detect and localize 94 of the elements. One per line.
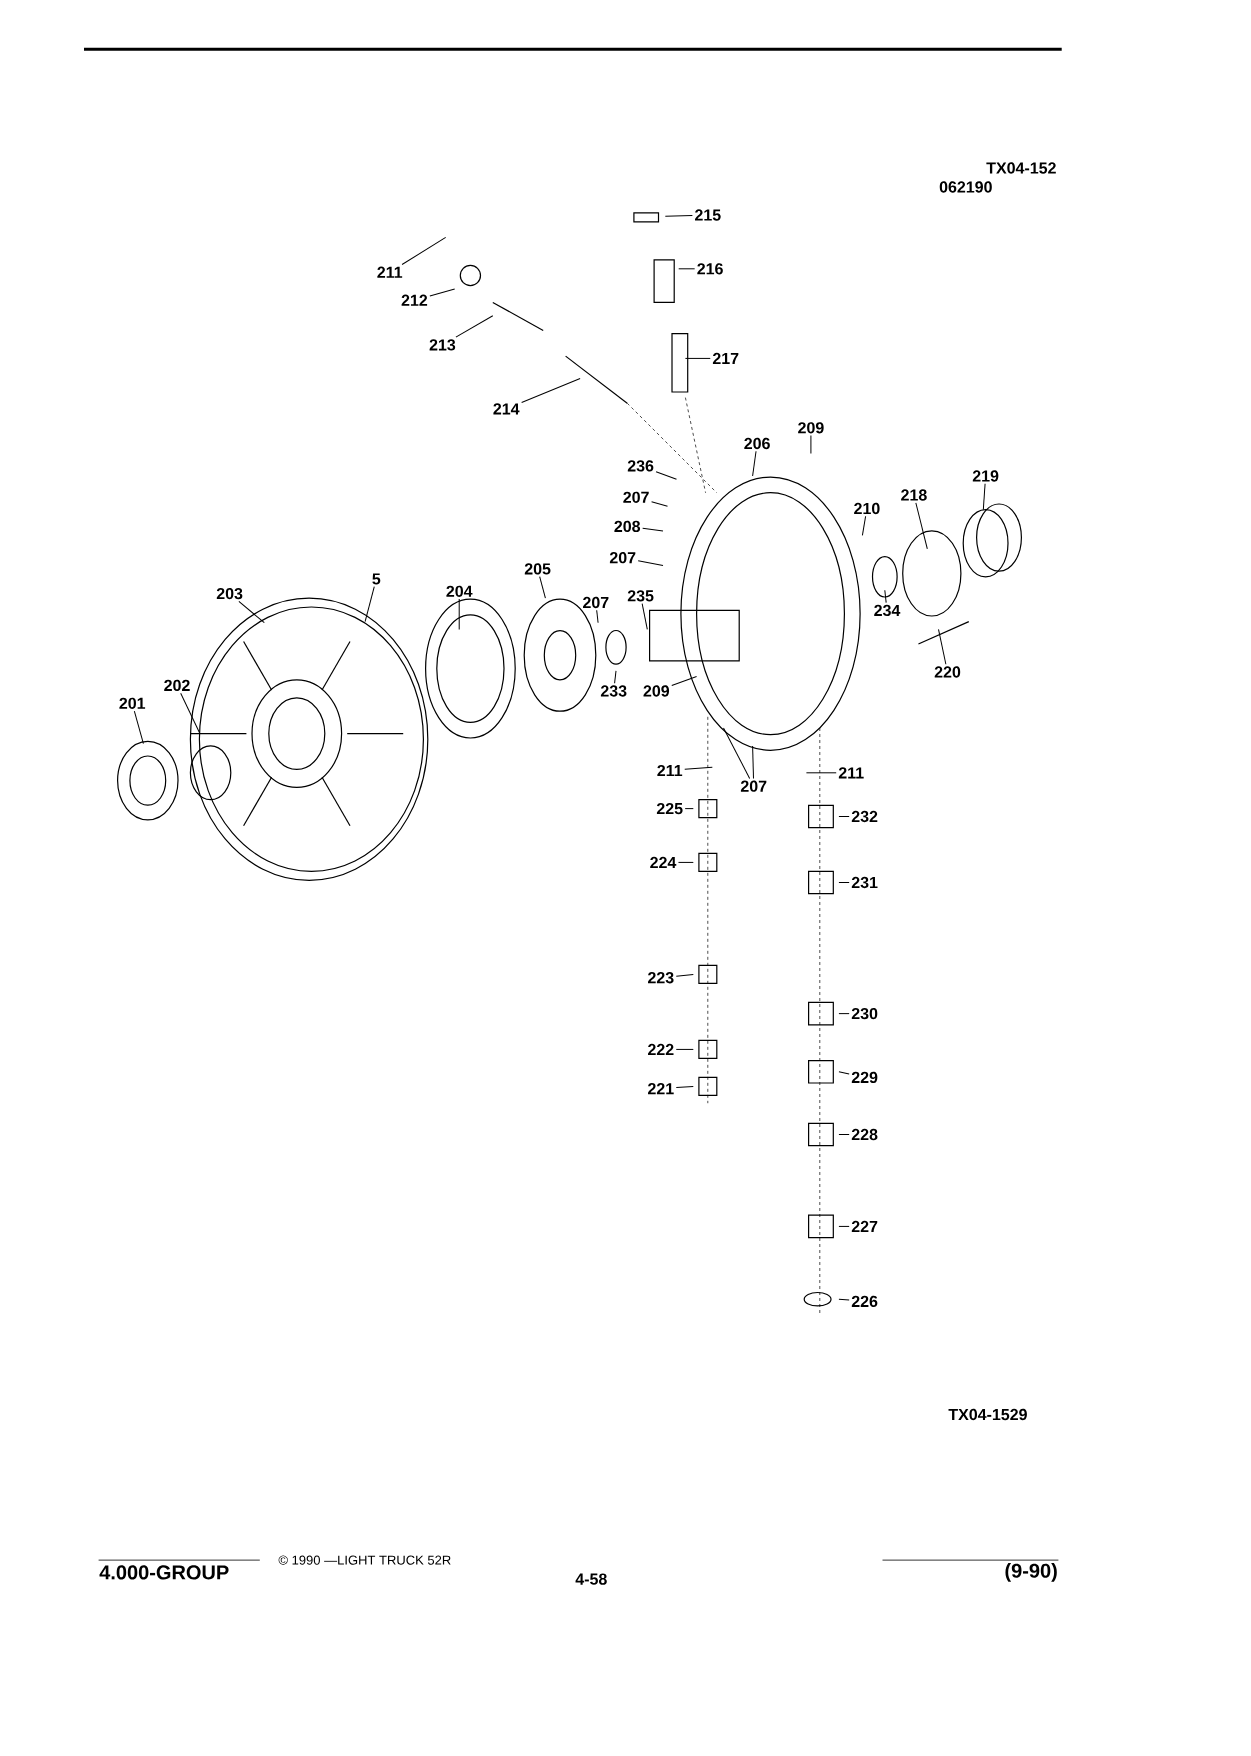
leader-line (677, 861, 694, 863)
leader-line (752, 450, 757, 477)
callout-number: 227 (851, 1220, 878, 1232)
callout-number: 5 (372, 573, 381, 585)
leader-line (810, 435, 812, 455)
leader-line (641, 603, 648, 630)
leader-line (458, 598, 460, 630)
callout-number: 219 (972, 470, 999, 482)
callout-number: 203 (216, 587, 243, 600)
leader-line (684, 808, 694, 810)
leader-line (805, 772, 837, 774)
leader-line (133, 710, 144, 745)
footer-text: (9-90) (1005, 1563, 1057, 1582)
callout-number: 235 (627, 590, 654, 602)
leader-line (838, 1298, 850, 1301)
callout-number: 221 (648, 1083, 674, 1095)
leader-line (642, 527, 664, 532)
callout-number: 233 (600, 685, 627, 697)
callout-number: 209 (798, 422, 824, 434)
footer-text: © 1990 —LIGHT TRUCK 52R (278, 1555, 451, 1565)
leader-line (752, 745, 754, 779)
leader-line (838, 1013, 850, 1015)
footer-text: 4-58 (575, 1573, 607, 1585)
callout-number: 217 (712, 352, 739, 364)
leader-line (982, 483, 986, 511)
leader-line (838, 1225, 850, 1227)
leader-line (838, 816, 850, 817)
leader-line (838, 1071, 850, 1075)
leader-line (838, 1134, 850, 1135)
leader-line (915, 502, 928, 550)
callout-number: 216 (697, 263, 723, 275)
leader-line (675, 1048, 694, 1050)
callout-number: 202 (164, 679, 190, 692)
leader-line (723, 727, 751, 779)
callout-number: 211 (657, 764, 683, 777)
callout-number: 204 (446, 585, 473, 597)
leader-line (521, 378, 581, 403)
figure-code: 062190 (939, 181, 992, 193)
leader-line (401, 236, 447, 265)
callout-number: 222 (648, 1043, 674, 1055)
leader-line (637, 560, 664, 567)
callout-number: 223 (648, 972, 674, 984)
leader-line (655, 471, 677, 480)
callout-number: 213 (429, 339, 456, 351)
callout-number: 228 (851, 1128, 878, 1141)
callout-number: 208 (614, 520, 641, 533)
leader-line (539, 576, 546, 599)
callout-number: 209 (643, 685, 670, 697)
leader-line (651, 501, 668, 507)
callout-number: 207 (740, 780, 767, 792)
leader-line (180, 692, 200, 733)
leader-line (884, 589, 887, 604)
callout-number: 234 (874, 604, 901, 617)
callout-number: 225 (656, 802, 683, 815)
callout-number: 226 (851, 1295, 878, 1308)
leader-line (238, 600, 265, 624)
callout-number: 214 (493, 403, 520, 415)
leader-line (684, 766, 713, 770)
callout-number: 220 (934, 666, 961, 678)
callout-number: 215 (695, 209, 721, 221)
callout-number: 207 (623, 491, 649, 503)
callout-number: 224 (650, 856, 677, 868)
leader-line (675, 1085, 694, 1089)
callout-number: 218 (901, 489, 927, 501)
callout-number: 205 (524, 563, 551, 575)
callout-number: 232 (851, 810, 878, 823)
leader-line (596, 609, 599, 624)
figure-code: TX04-1529 (948, 1408, 1027, 1421)
callout-number: 211 (838, 767, 864, 779)
callout-number: 210 (854, 502, 880, 515)
leader-line (671, 676, 698, 686)
callout-number: 211 (377, 266, 403, 278)
callout-number: 236 (627, 460, 654, 472)
leader-line (455, 315, 494, 338)
callout-number: 207 (583, 596, 609, 609)
callout-number: 229 (851, 1071, 878, 1084)
leader-line (364, 586, 375, 623)
callout-number: 206 (744, 437, 770, 450)
callout-number: 230 (851, 1007, 878, 1020)
leader-line (675, 973, 694, 977)
figure-code: TX04-152 (986, 162, 1056, 174)
leader-line (678, 268, 696, 270)
leader-line (861, 515, 867, 536)
callout-number: 201 (119, 697, 146, 709)
leader-line (684, 357, 711, 359)
callout-number: 212 (401, 294, 428, 306)
leader-line (838, 882, 850, 883)
leader-line (614, 670, 617, 684)
callout-number: 231 (851, 876, 878, 889)
callout-number: 207 (609, 552, 636, 564)
leader-line (664, 214, 693, 217)
leader-line (938, 628, 947, 665)
footer-text: 4.000-GROUP (99, 1565, 229, 1580)
leader-line (429, 288, 456, 297)
